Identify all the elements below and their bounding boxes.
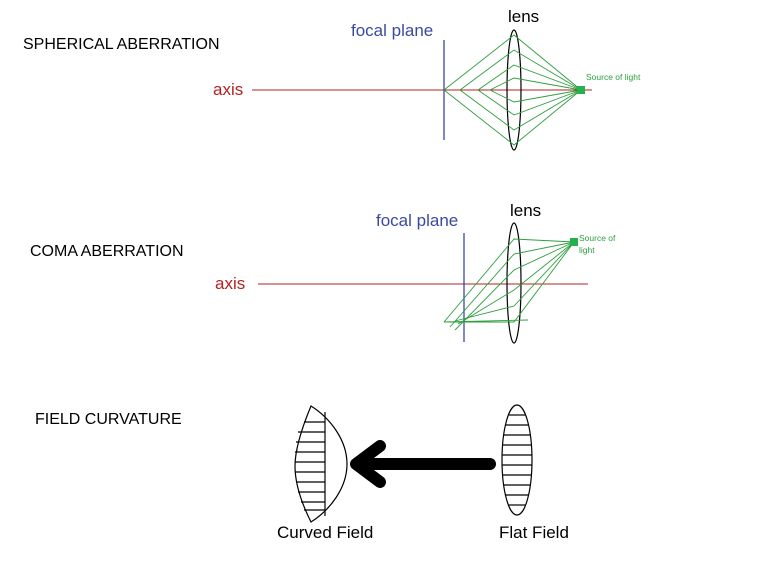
ray xyxy=(449,241,575,328)
curved-field-outline xyxy=(294,405,348,523)
coma-lens xyxy=(506,222,522,344)
ray xyxy=(454,241,575,322)
curved-field-lens xyxy=(294,405,348,523)
flat-field-lens xyxy=(501,404,533,516)
flat-field-outline xyxy=(501,404,533,516)
ray xyxy=(457,241,575,325)
ray xyxy=(443,238,575,323)
spherical-aberration-panel: SPHERICAL ABERRATION axis focal plane le… xyxy=(23,7,641,151)
spherical-focal-plane-label: focal plane xyxy=(351,21,433,40)
coma-aberration-panel: COMA ABERRATION axis focal plane lens So… xyxy=(30,201,616,344)
coma-light-source xyxy=(570,238,578,246)
ray xyxy=(489,89,582,103)
coma-focal-plane-label: focal plane xyxy=(376,211,458,230)
coma-source-label-line2: light xyxy=(579,245,595,255)
arrow-head xyxy=(350,440,386,488)
spherical-lens-label: lens xyxy=(508,7,539,26)
left-arrow-icon xyxy=(350,440,496,488)
field-heading: FIELD CURVATURE xyxy=(35,411,182,428)
coma-source-label-line1: Source of xyxy=(579,233,616,243)
spherical-light-source xyxy=(577,86,585,94)
spherical-heading: SPHERICAL ABERRATION xyxy=(23,36,220,53)
coma-heading: COMA ABERRATION xyxy=(30,243,184,260)
field-curvature-panel: FIELD CURVATURE Curved Field xyxy=(35,404,569,542)
ray xyxy=(477,64,582,91)
curved-field-label: Curved Field xyxy=(277,523,373,542)
spherical-axis-label: axis xyxy=(213,80,243,99)
ray-spread xyxy=(443,319,529,323)
coma-light-rays xyxy=(443,238,575,331)
ray xyxy=(459,89,582,131)
spherical-light-rays xyxy=(443,34,582,146)
ray xyxy=(443,89,582,146)
flat-field-label: Flat Field xyxy=(499,523,569,542)
spherical-source-label: Source of light xyxy=(586,72,641,82)
ray xyxy=(443,34,582,91)
coma-axis-label: axis xyxy=(215,274,245,293)
ray xyxy=(477,89,582,116)
ray xyxy=(489,77,582,91)
spherical-lens xyxy=(506,29,522,151)
ray xyxy=(459,49,582,91)
ray xyxy=(454,241,575,331)
ray xyxy=(448,241,575,323)
coma-lens-label: lens xyxy=(510,201,541,220)
